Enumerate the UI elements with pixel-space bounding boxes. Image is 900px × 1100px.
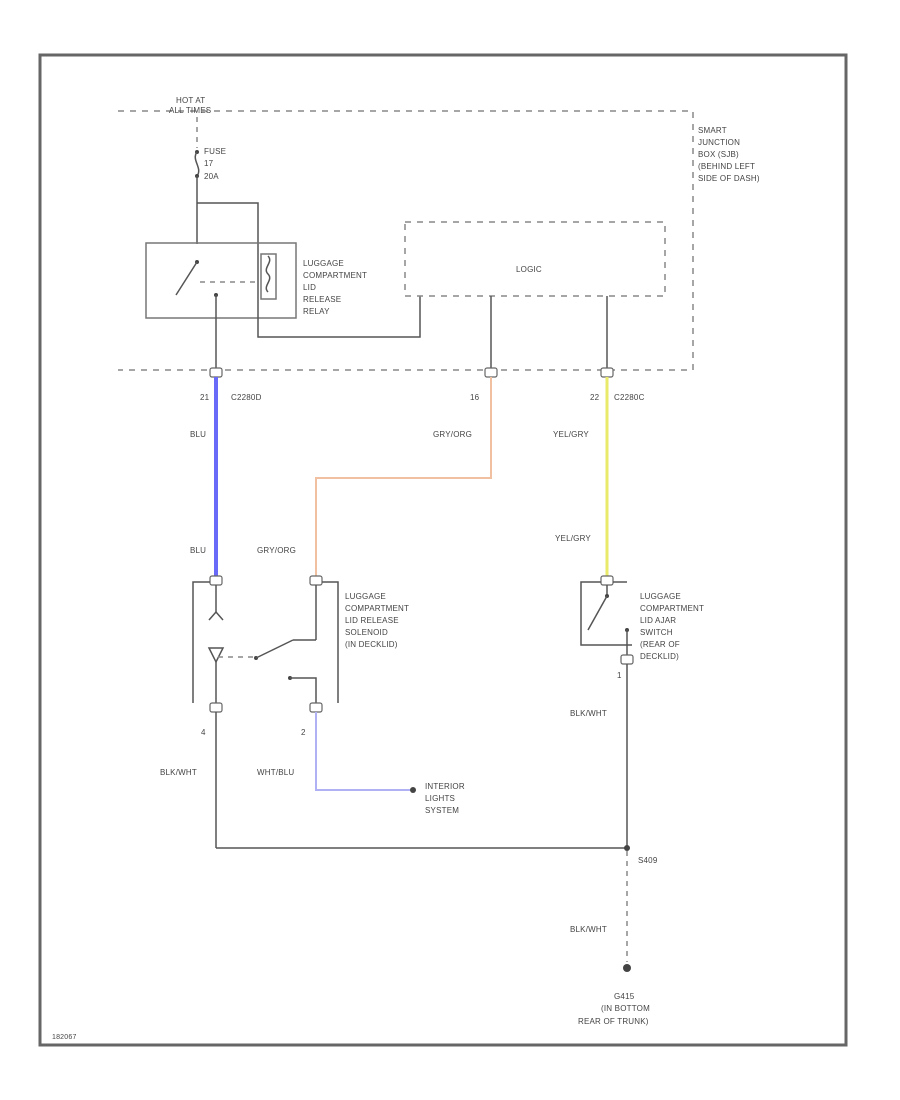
ajar-connector-top bbox=[600, 575, 614, 586]
connector-pin-16 bbox=[484, 367, 498, 378]
pin-1-label: 1 bbox=[617, 671, 622, 680]
sjb-label-2: JUNCTION bbox=[698, 138, 740, 147]
wire-blkwht-label-2: BLK/WHT bbox=[570, 709, 607, 718]
sjb-label-1: SMART bbox=[698, 126, 727, 135]
pin-2-label: 2 bbox=[301, 728, 306, 737]
ground-g415-icon bbox=[623, 964, 631, 972]
wire-yelgry-label-2: YEL/GRY bbox=[555, 534, 591, 543]
relay-coil-return bbox=[257, 296, 421, 338]
solenoid-outline-right bbox=[322, 581, 339, 703]
hot-label-2: ALL TIMES bbox=[169, 106, 211, 115]
solenoid-label-2: COMPARTMENT bbox=[345, 604, 409, 613]
ajar-label-2: COMPARTMENT bbox=[640, 604, 704, 613]
sjb-enclosure bbox=[118, 110, 694, 371]
wire-whtblu-label: WHT/BLU bbox=[257, 768, 294, 777]
relay-coil-feed bbox=[197, 202, 259, 254]
solenoid-plunger bbox=[207, 647, 225, 664]
relay-label-1: LUGGAGE bbox=[303, 259, 344, 268]
solenoid-connector-a bbox=[209, 575, 223, 586]
solenoid-wire-c bbox=[290, 677, 317, 703]
ground-label-1: G415 bbox=[614, 992, 635, 1001]
sjb-label-3: BOX (SJB) bbox=[698, 150, 739, 159]
ajar-label-6: DECKLID) bbox=[640, 652, 679, 661]
pin-4-label: 4 bbox=[201, 728, 206, 737]
wire-blkwht-label-3: BLK/WHT bbox=[570, 925, 607, 934]
wire-blu-label-2: BLU bbox=[190, 546, 206, 555]
fuse-label-3: 20A bbox=[204, 172, 219, 181]
interior-label-2: LIGHTS bbox=[425, 794, 455, 803]
solenoid-label-5: (IN DECKLID) bbox=[345, 640, 398, 649]
splice-s409 bbox=[624, 845, 630, 851]
ajar-switch-arm bbox=[587, 595, 608, 631]
logic-box bbox=[404, 221, 666, 297]
connector-pin-21 bbox=[209, 367, 223, 378]
relay-box bbox=[145, 242, 297, 319]
solenoid-coil-top bbox=[208, 610, 224, 621]
relay-label-3: LID bbox=[303, 283, 316, 292]
splice-label: S409 bbox=[638, 856, 658, 865]
solenoid-connector-4 bbox=[209, 702, 223, 713]
relay-switch-arm bbox=[175, 261, 198, 296]
interior-label-3: SYSTEM bbox=[425, 806, 459, 815]
relay-coil bbox=[260, 253, 277, 300]
ajar-connector-1 bbox=[620, 654, 634, 665]
fuse-label-2: 17 bbox=[204, 159, 214, 168]
wire-yelgry-label-1: YEL/GRY bbox=[553, 430, 589, 439]
ground-label-3: REAR OF TRUNK) bbox=[578, 1017, 649, 1026]
wire-gry-org bbox=[315, 377, 492, 576]
sjb-label-5: SIDE OF DASH) bbox=[698, 174, 760, 183]
solenoid-outline-left bbox=[192, 581, 210, 703]
ajar-label-4: SWITCH bbox=[640, 628, 673, 637]
pin-22-label: 22 bbox=[590, 393, 600, 402]
relay-label-2: COMPARTMENT bbox=[303, 271, 367, 280]
sjb-label-4: (BEHIND LEFT bbox=[698, 162, 755, 171]
solenoid-label-3: LID RELEASE bbox=[345, 616, 399, 625]
fuse-label-1: FUSE bbox=[204, 147, 226, 156]
hot-label-1: HOT AT bbox=[176, 96, 205, 105]
relay-label-4: RELEASE bbox=[303, 295, 341, 304]
ajar-label-3: LID AJAR bbox=[640, 616, 676, 625]
diagram-id: 182067 bbox=[52, 1034, 77, 1041]
solenoid-switch-arm bbox=[255, 639, 294, 659]
pin-21-label: 21 bbox=[200, 393, 210, 402]
wire-gryorg-label-1: GRY/ORG bbox=[433, 430, 472, 439]
fuse-icon bbox=[194, 151, 200, 177]
wire-gryorg-label-2: GRY/ORG bbox=[257, 546, 296, 555]
ajar-label-5: (REAR OF bbox=[640, 640, 680, 649]
connector-pin-22 bbox=[600, 367, 614, 378]
ground-label-2: (IN BOTTOM bbox=[601, 1004, 650, 1013]
relay-label-5: RELAY bbox=[303, 307, 330, 316]
wire-blkwht-label-1: BLK/WHT bbox=[160, 768, 197, 777]
pin-16-label: 16 bbox=[470, 393, 480, 402]
interior-label-1: INTERIOR bbox=[425, 782, 465, 791]
diagram-frame bbox=[38, 53, 848, 1047]
solenoid-connector-2 bbox=[309, 702, 323, 713]
conn-c2280d-label: C2280D bbox=[231, 393, 262, 402]
solenoid-connector-b bbox=[309, 575, 323, 586]
logic-label: LOGIC bbox=[516, 265, 542, 274]
wire-wht-blu bbox=[315, 712, 410, 791]
solenoid-label-4: SOLENOID bbox=[345, 628, 388, 637]
conn-c2280c-label: C2280C bbox=[614, 393, 645, 402]
ajar-label-1: LUGGAGE bbox=[640, 592, 681, 601]
ajar-outline-left bbox=[580, 581, 632, 646]
relay-coil-winding bbox=[265, 255, 271, 293]
wire-blu-label-1: BLU bbox=[190, 430, 206, 439]
interior-lights-terminal bbox=[410, 787, 416, 793]
solenoid-label-1: LUGGAGE bbox=[345, 592, 386, 601]
